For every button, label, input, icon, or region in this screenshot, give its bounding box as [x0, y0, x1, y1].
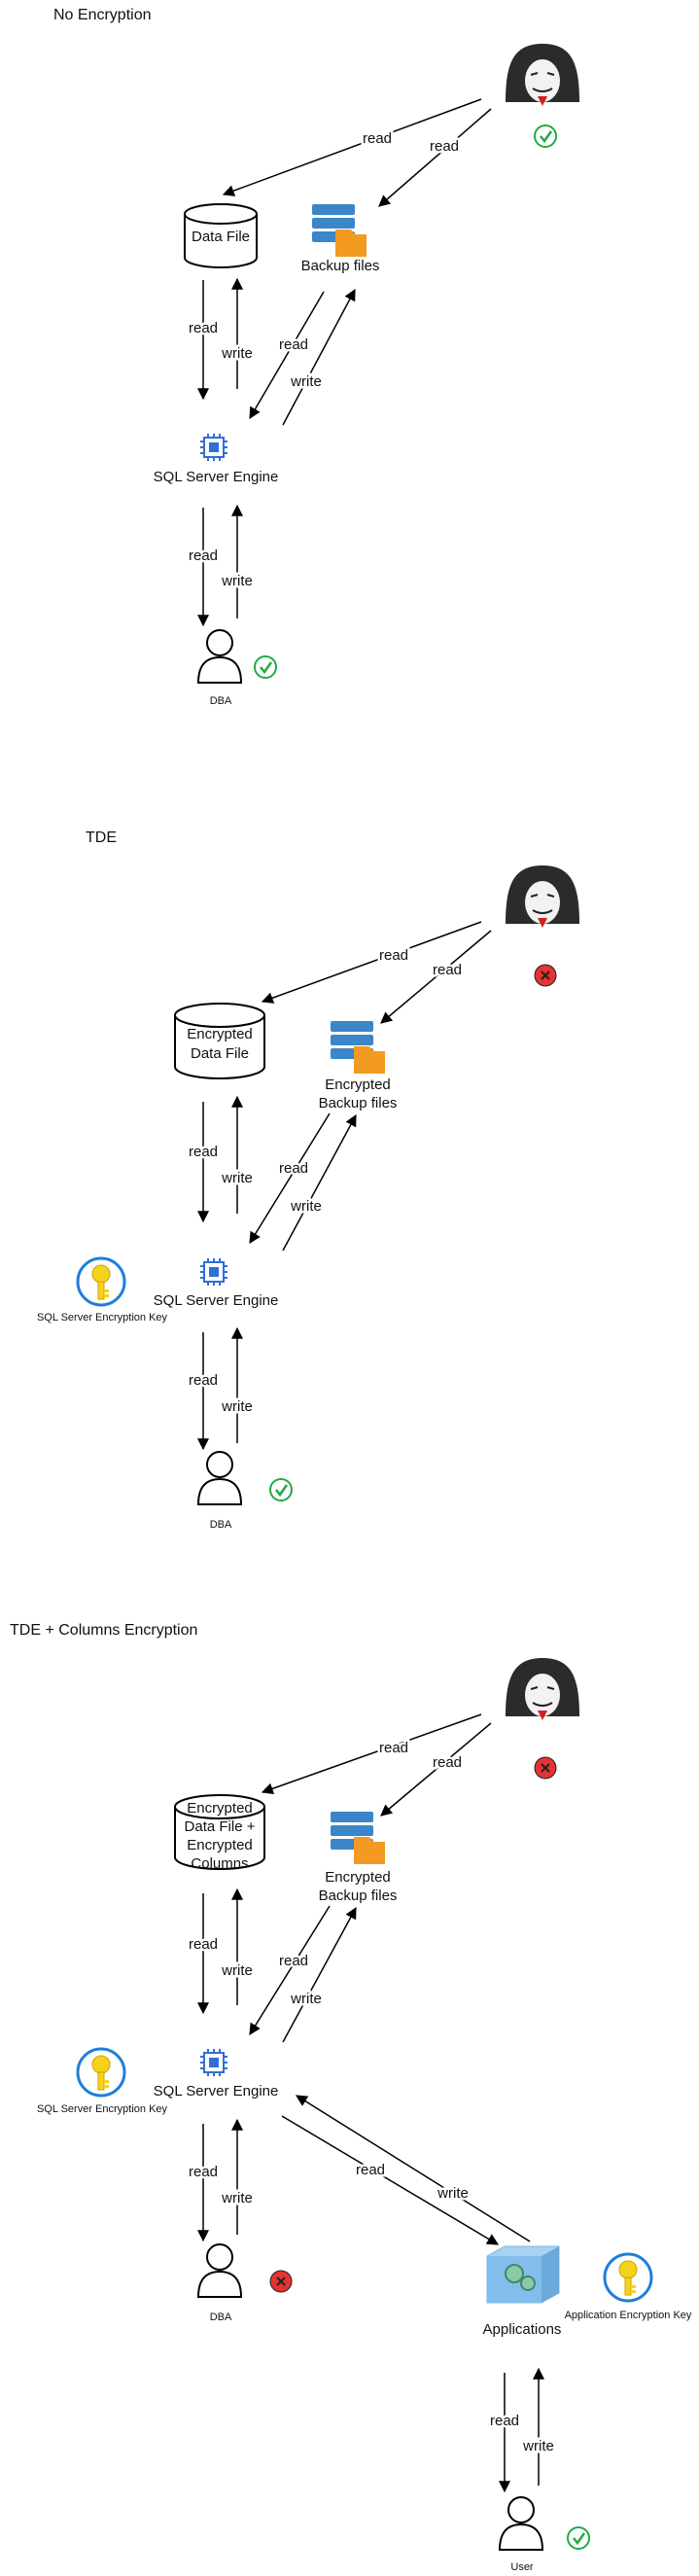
arrow-hacker-datafile [261, 921, 482, 1004]
arrow-read [249, 1905, 331, 2036]
datafile-label: Encrypted [187, 1026, 253, 1042]
edge-label-read: read [379, 947, 408, 964]
edge-label-read: read [189, 320, 218, 336]
arrow-hacker-datafile [261, 1713, 482, 1795]
edge-label-read: read [279, 336, 308, 353]
edge-label-read: read [356, 2162, 385, 2178]
engine-label: SQL Server Engine [154, 1292, 279, 1309]
key-label: SQL Server Encryption Key [37, 1312, 168, 1323]
arrow-hacker-backup [380, 1722, 492, 1817]
datafile-label: Columns [191, 1855, 248, 1872]
hacker-icon [506, 44, 579, 106]
dba-label: DBA [210, 2311, 232, 2323]
arrow-write [282, 1113, 357, 1252]
user-icon [196, 1451, 243, 1505]
edge-label-read: read [189, 2164, 218, 2180]
edge-label-read: read [189, 547, 218, 564]
edge-label-write: write [221, 1170, 253, 1186]
edge-label-write: write [290, 373, 322, 390]
edge-label-write: write [437, 2185, 469, 2202]
check-circle-icon [254, 655, 277, 679]
cpu-chip-icon [200, 434, 227, 461]
arrow-write [282, 288, 356, 426]
edge-label-read: read [490, 2413, 519, 2429]
edge-label-read: read [279, 1953, 308, 1969]
arrow-read [249, 291, 325, 420]
edge-label-read: read [379, 1740, 408, 1756]
edge-label-read: read [189, 1936, 218, 1953]
edge-label-write: write [221, 1398, 253, 1415]
section-title: No Encryption [53, 7, 152, 23]
user-label: User [510, 2561, 534, 2573]
arrow-hacker-backup [380, 930, 492, 1024]
backup-files-icon [312, 204, 367, 257]
edge-label-write: write [221, 345, 253, 362]
edge-label-read: read [363, 130, 392, 147]
edge-label-read: read [430, 138, 459, 155]
key-icon [76, 1256, 126, 1307]
key-label: SQL Server Encryption Key [37, 2103, 168, 2115]
x-circle-icon [269, 2270, 293, 2293]
x-circle-icon [534, 1756, 557, 1780]
edge-label-write: write [221, 1962, 253, 1979]
section-tde-columns: TDE + Columns Encryption Encrypted Data … [10, 1622, 692, 2573]
database-cylinder-icon [184, 203, 258, 268]
applications-cube-icon [486, 2245, 560, 2304]
backup-label: Encrypted [325, 1869, 391, 1886]
edge-label-read: read [189, 1372, 218, 1389]
edge-label-write: write [522, 2438, 554, 2454]
key-icon [603, 2252, 653, 2303]
arrow-read [281, 2115, 500, 2245]
edge-label-write: write [221, 2190, 253, 2206]
user-icon [196, 629, 243, 684]
user-icon [196, 2243, 243, 2298]
backup-label: Backup files [319, 1888, 398, 1904]
check-circle-icon [567, 2526, 590, 2550]
check-circle-icon [269, 1478, 293, 1501]
datafile-label: Encrypted [187, 1800, 253, 1817]
hacker-icon [506, 1658, 579, 1720]
cpu-chip-icon [200, 2049, 227, 2076]
edge-label-write: write [290, 1991, 322, 2007]
section-title: TDE + Columns Encryption [10, 1622, 197, 1639]
arrow-hacker-datafile [222, 98, 482, 196]
edge-label-write: write [290, 1198, 322, 1215]
engine-label: SQL Server Engine [154, 469, 279, 485]
edge-label-read: read [279, 1160, 308, 1177]
arrow-hacker-backup [378, 108, 492, 207]
backup-label: Backup files [301, 258, 380, 274]
datafile-label: Data File + [185, 1818, 256, 1835]
edge-label-read: read [433, 1754, 462, 1771]
edge-label-read: read [433, 962, 462, 978]
key-icon [76, 2047, 126, 2098]
edge-label-write: write [221, 573, 253, 589]
edge-label-read: read [189, 1144, 218, 1160]
app-key-label: Application Encryption Key [565, 2310, 692, 2321]
section-no-encryption: No Encryption Data File Backup files [53, 7, 579, 707]
dba-label: DBA [210, 695, 232, 707]
datafile-label: Data File [192, 229, 250, 245]
applications-label: Applications [483, 2321, 562, 2338]
x-circle-icon [534, 964, 557, 987]
database-cylinder-icon [174, 1794, 265, 1870]
backup-label: Encrypted [325, 1076, 391, 1093]
section-tde: TDE Encrypted Data File Encrypted Backup… [37, 829, 579, 1531]
section-title: TDE [86, 829, 117, 846]
database-cylinder-icon [174, 1003, 265, 1079]
hacker-icon [506, 865, 579, 928]
backup-label: Backup files [319, 1095, 398, 1112]
check-circle-icon [534, 124, 557, 148]
cpu-chip-icon [200, 1258, 227, 1286]
dba-label: DBA [210, 1519, 232, 1531]
user-icon [498, 2496, 544, 2551]
datafile-label: Encrypted [187, 1837, 253, 1853]
arrow-write [282, 1906, 357, 2043]
engine-label: SQL Server Engine [154, 2083, 279, 2100]
datafile-label: Data File [191, 1045, 249, 1062]
backup-files-icon [331, 1812, 385, 1864]
backup-files-icon [331, 1021, 385, 1074]
arrow-read [249, 1112, 331, 1245]
arrow-write [295, 2095, 531, 2242]
